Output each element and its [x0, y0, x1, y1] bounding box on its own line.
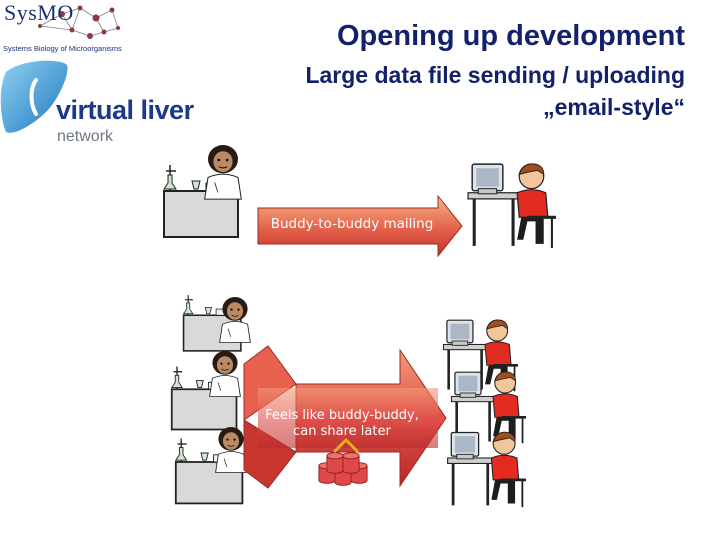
scientist-group-illustration — [172, 295, 251, 503]
share-later-label: Feels like buddy-buddy, can share later — [244, 408, 440, 440]
buddy-to-buddy-label: Buddy-to-buddy mailing — [262, 216, 442, 232]
share-later-label-line2: can share later — [244, 424, 440, 440]
scientist-illustration-top — [164, 145, 241, 237]
share-later-label-line1: Feels like buddy-buddy, — [244, 408, 440, 424]
computer-user-illustration-top — [468, 164, 556, 248]
computer-user-group-illustration — [443, 320, 526, 507]
